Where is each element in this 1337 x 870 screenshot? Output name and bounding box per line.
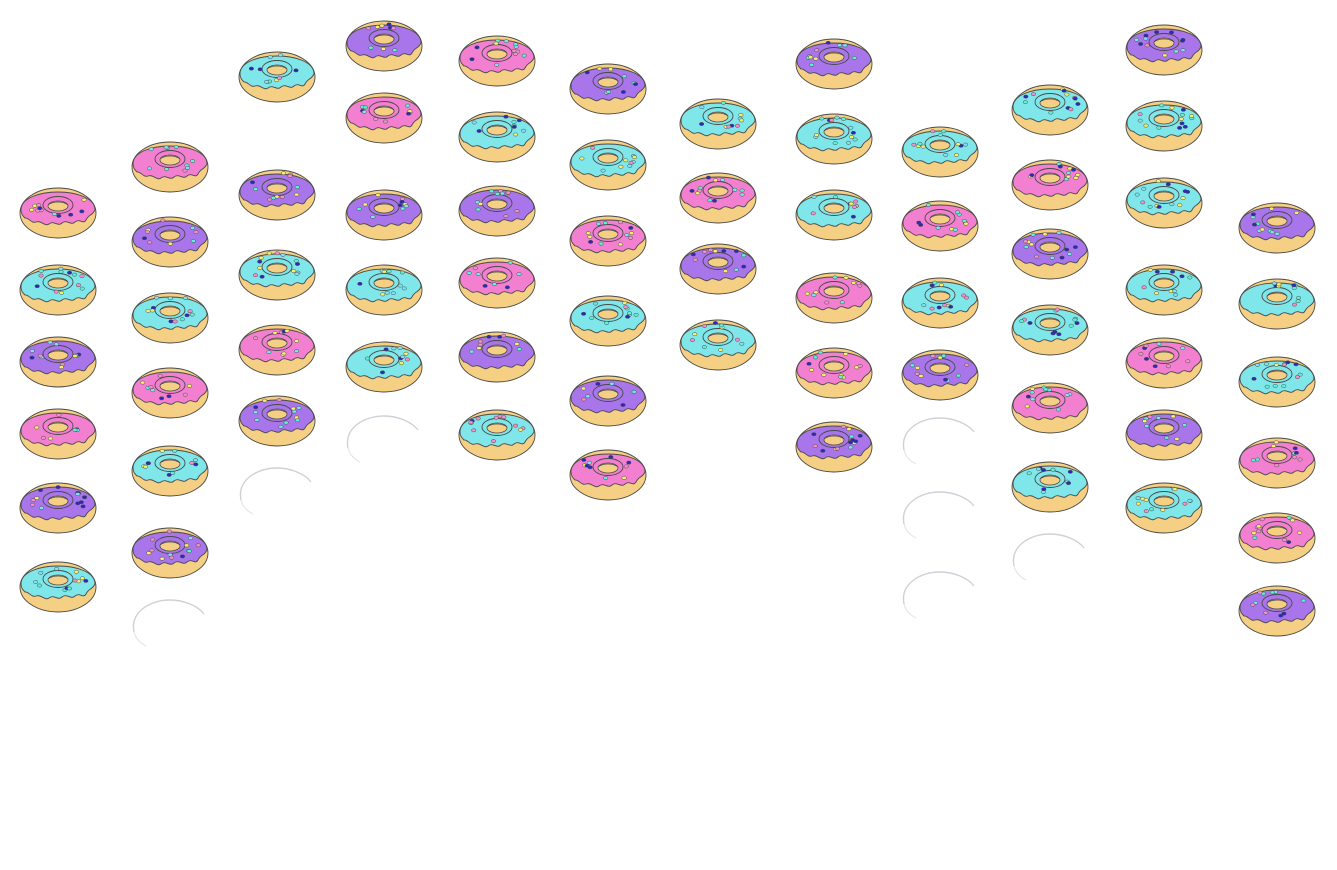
fading-donut-ghost — [902, 491, 975, 539]
donut-piece-cyan[interactable] — [569, 139, 647, 191]
donut-piece-pink[interactable] — [458, 35, 536, 87]
donut-piece-pink[interactable] — [131, 141, 209, 193]
donut-piece-purple[interactable] — [345, 20, 423, 72]
fading-donut-ghost — [346, 415, 419, 463]
donut-piece-cyan[interactable] — [679, 98, 757, 150]
donut-piece-cyan[interactable] — [458, 111, 536, 163]
donut-piece-cyan[interactable] — [131, 292, 209, 344]
donut-piece-cyan[interactable] — [458, 409, 536, 461]
donut-piece-pink[interactable] — [238, 324, 316, 376]
fading-donut-ghost — [902, 417, 975, 465]
donut-piece-pink[interactable] — [1125, 337, 1203, 389]
donut-piece-cyan[interactable] — [19, 561, 97, 613]
donut-piece-purple[interactable] — [1125, 409, 1203, 461]
donut-piece-purple[interactable] — [795, 421, 873, 473]
donut-piece-pink[interactable] — [458, 257, 536, 309]
donut-piece-cyan[interactable] — [1238, 356, 1316, 408]
donut-piece-pink[interactable] — [1238, 512, 1316, 564]
donut-piece-purple[interactable] — [19, 482, 97, 534]
donut-piece-cyan[interactable] — [1011, 84, 1089, 136]
donut-piece-cyan[interactable] — [1011, 461, 1089, 513]
donut-piece-pink[interactable] — [345, 92, 423, 144]
donut-piece-purple[interactable] — [795, 38, 873, 90]
donut-piece-cyan[interactable] — [1125, 264, 1203, 316]
fading-donut-ghost — [902, 571, 975, 619]
donut-piece-cyan[interactable] — [345, 341, 423, 393]
donut-piece-cyan[interactable] — [795, 189, 873, 241]
donut-piece-cyan[interactable] — [1238, 278, 1316, 330]
donut-piece-cyan[interactable] — [1125, 177, 1203, 229]
donut-piece-purple[interactable] — [238, 169, 316, 221]
donut-piece-cyan[interactable] — [345, 264, 423, 316]
donut-piece-purple[interactable] — [131, 527, 209, 579]
donut-piece-purple[interactable] — [901, 349, 979, 401]
donut-piece-pink[interactable] — [569, 449, 647, 501]
donut-piece-cyan[interactable] — [795, 113, 873, 165]
donut-piece-cyan[interactable] — [679, 319, 757, 371]
donut-piece-pink[interactable] — [19, 187, 97, 239]
donut-piece-cyan[interactable] — [569, 295, 647, 347]
donut-piece-pink[interactable] — [1011, 382, 1089, 434]
donut-piece-pink[interactable] — [19, 408, 97, 460]
donut-piece-purple[interactable] — [569, 63, 647, 115]
donut-piece-purple[interactable] — [458, 331, 536, 383]
donut-piece-cyan[interactable] — [19, 264, 97, 316]
donut-piece-pink[interactable] — [1011, 159, 1089, 211]
donut-piece-pink[interactable] — [795, 347, 873, 399]
donut-piece-purple[interactable] — [1125, 24, 1203, 76]
donut-piece-purple[interactable] — [679, 243, 757, 295]
donut-piece-cyan[interactable] — [1125, 482, 1203, 534]
donut-piece-purple[interactable] — [1238, 585, 1316, 637]
donut-piece-purple[interactable] — [458, 185, 536, 237]
donut-piece-cyan[interactable] — [1011, 304, 1089, 356]
donut-piece-cyan[interactable] — [238, 249, 316, 301]
donut-piece-purple[interactable] — [131, 216, 209, 268]
donut-piece-purple[interactable] — [238, 395, 316, 447]
donut-piece-cyan[interactable] — [1125, 100, 1203, 152]
fading-donut-ghost — [132, 599, 205, 647]
fading-donut-ghost — [239, 467, 312, 515]
donut-piece-purple[interactable] — [345, 189, 423, 241]
donut-piece-cyan[interactable] — [238, 51, 316, 103]
donut-piece-pink[interactable] — [795, 272, 873, 324]
donut-piece-pink[interactable] — [569, 215, 647, 267]
donut-piece-cyan[interactable] — [131, 445, 209, 497]
donut-piece-pink[interactable] — [679, 172, 757, 224]
donut-piece-pink[interactable] — [131, 367, 209, 419]
donut-piece-pink[interactable] — [901, 200, 979, 252]
donut-piece-purple[interactable] — [19, 336, 97, 388]
donut-piece-cyan[interactable] — [901, 277, 979, 329]
donut-piece-purple[interactable] — [1238, 202, 1316, 254]
donut-piece-purple[interactable] — [569, 375, 647, 427]
donut-piece-cyan[interactable] — [901, 126, 979, 178]
fading-donut-ghost — [1012, 533, 1085, 581]
donut-piece-purple[interactable] — [1011, 228, 1089, 280]
donut-piece-pink[interactable] — [1238, 437, 1316, 489]
